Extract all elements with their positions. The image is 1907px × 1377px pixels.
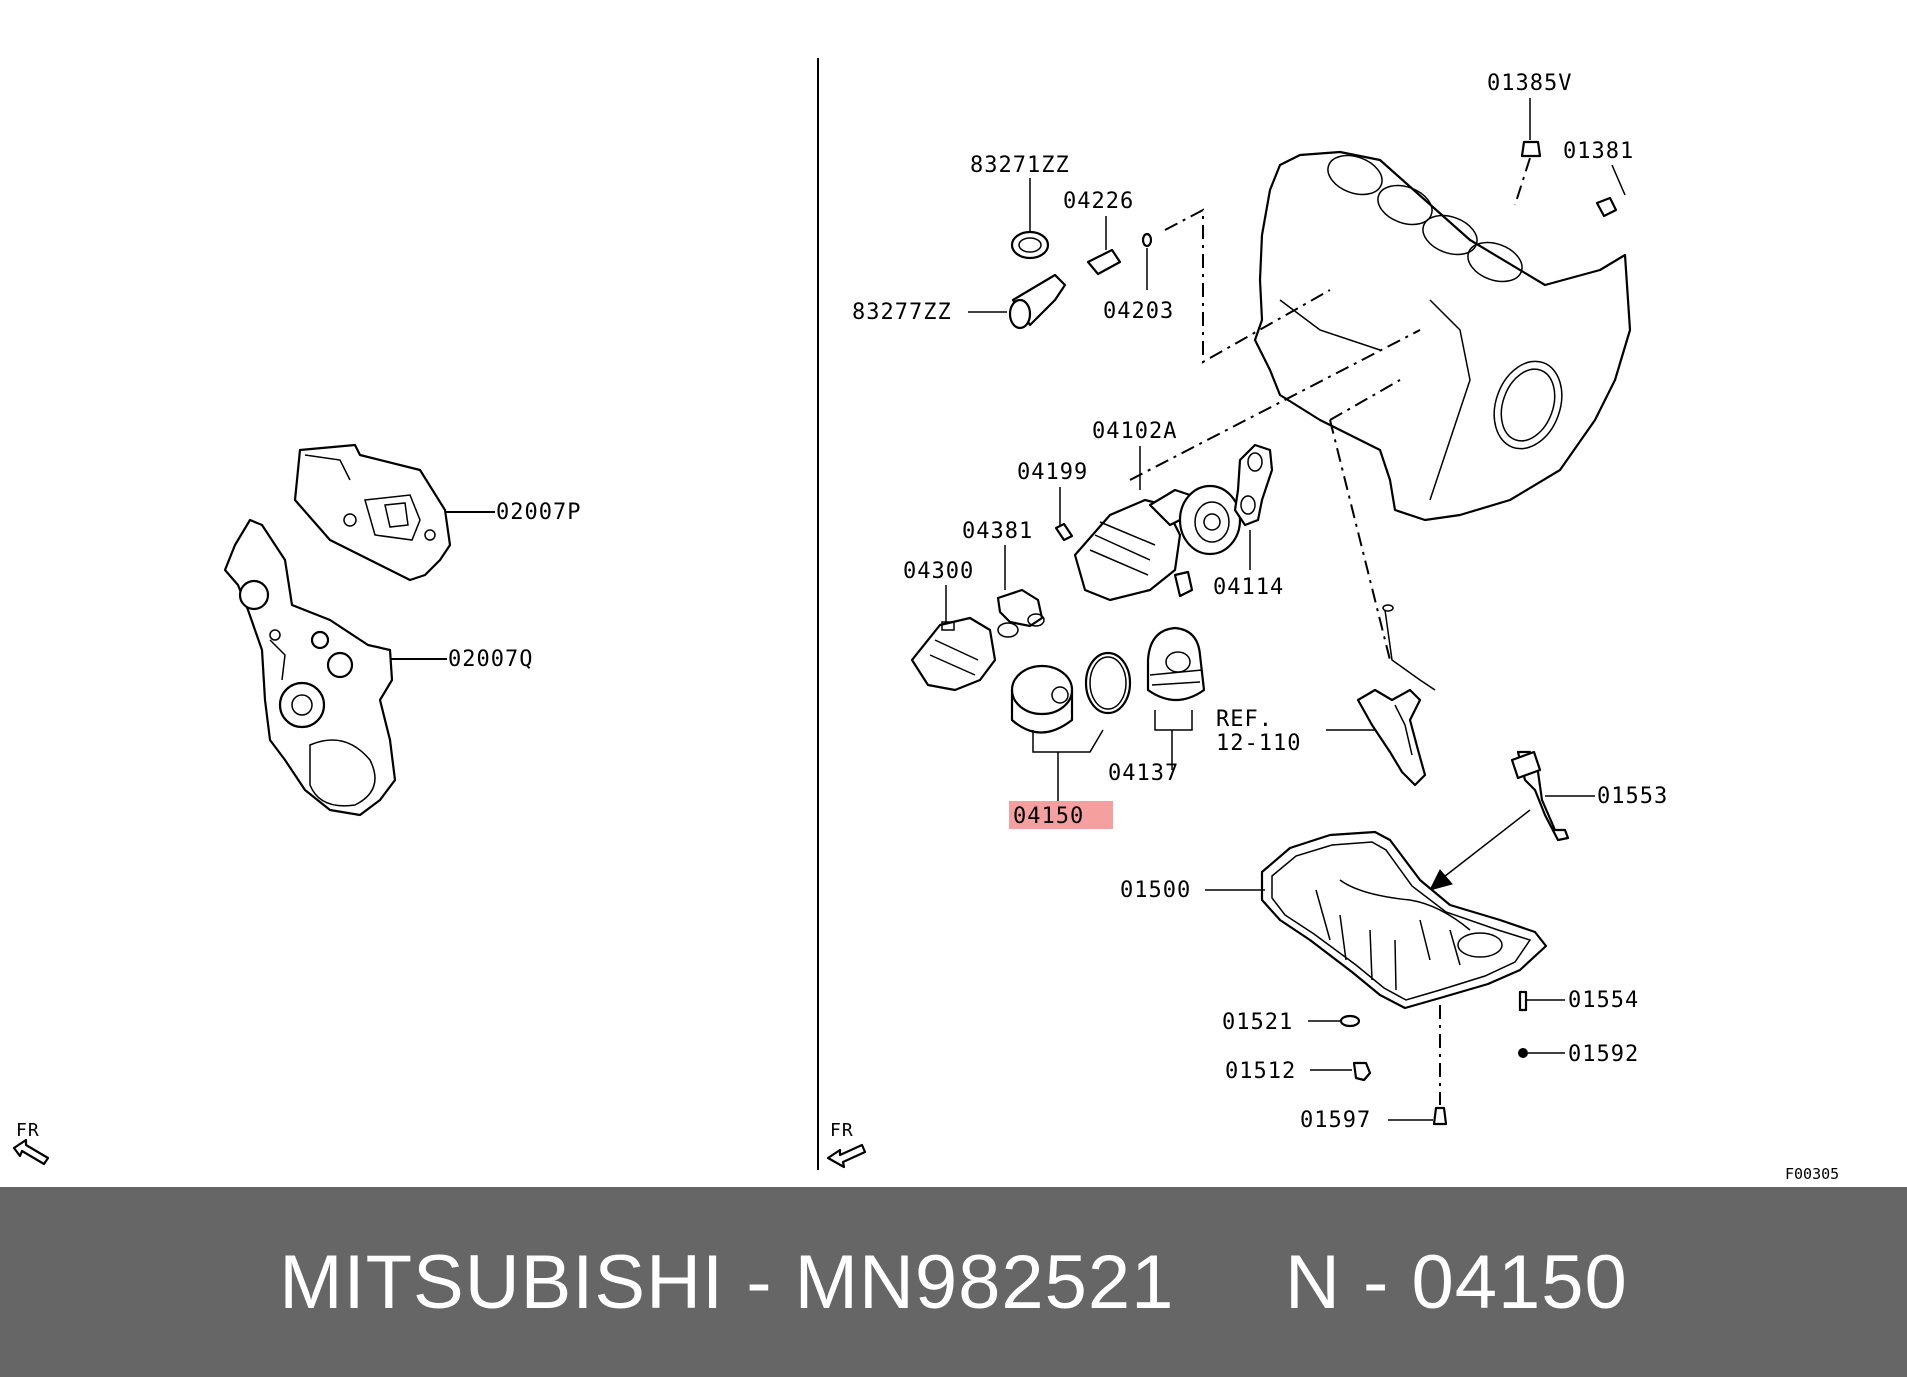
filter-cap-04137-drawing bbox=[1146, 626, 1206, 701]
filter-element-04150-drawing bbox=[1010, 664, 1074, 734]
label-ref-1: REF. bbox=[1216, 707, 1273, 732]
cooler-04300-drawing bbox=[910, 616, 997, 692]
label-04381: 04381 bbox=[962, 519, 1033, 544]
sensor-83271ZZ-drawing bbox=[1010, 230, 1050, 260]
label-04114: 04114 bbox=[1213, 575, 1284, 600]
gasket-04203-drawing bbox=[1141, 232, 1153, 248]
front-arrow-left: FR bbox=[12, 1120, 50, 1166]
svg-text:FR: FR bbox=[830, 1120, 854, 1141]
bolt-01592-drawing bbox=[1518, 1048, 1528, 1058]
gasket-04114-drawing bbox=[1233, 443, 1274, 527]
label-01597: 01597 bbox=[1300, 1108, 1371, 1133]
oil-cooler-assembly-drawing bbox=[1073, 484, 1242, 602]
timing-cover-lower-drawing bbox=[223, 518, 397, 817]
switch-04226-drawing bbox=[1086, 248, 1122, 276]
footer-bar: MITSUBISHI - MN982521 N - 04150 bbox=[0, 1187, 1907, 1377]
drawing-code: F00305 bbox=[1785, 1165, 1839, 1183]
bolt-01381-drawing bbox=[1595, 196, 1618, 218]
ref-bracket-drawing bbox=[1356, 604, 1436, 787]
label-04226: 04226 bbox=[1063, 189, 1134, 214]
highlight-04150 bbox=[1009, 801, 1113, 829]
label-ref-2: 12-110 bbox=[1216, 731, 1301, 756]
label-83271ZZ: 83271ZZ bbox=[970, 153, 1070, 178]
label-01385V: 01385V bbox=[1487, 71, 1572, 96]
plug-01512-drawing bbox=[1352, 1061, 1372, 1082]
sensor-01553-drawing bbox=[1510, 750, 1570, 842]
label-83277ZZ: 83277ZZ bbox=[852, 300, 952, 325]
part-number-caption: MITSUBISHI - MN982521 N - 04150 bbox=[279, 1239, 1628, 1325]
label-01553: 01553 bbox=[1597, 784, 1668, 809]
gasket-01521-drawing bbox=[1339, 1014, 1361, 1028]
label-01521: 01521 bbox=[1222, 1010, 1293, 1035]
bolt-01554-drawing bbox=[1518, 990, 1528, 1012]
engine-block-drawing bbox=[1253, 150, 1632, 522]
front-arrow-right: FR bbox=[826, 1120, 867, 1169]
label-01592: 01592 bbox=[1568, 1042, 1639, 1067]
bolt-01597-drawing bbox=[1432, 1106, 1448, 1126]
label-04137: 04137 bbox=[1108, 761, 1179, 786]
plug-01385V-drawing bbox=[1520, 140, 1542, 158]
svg-text:FR: FR bbox=[16, 1120, 40, 1141]
label-04199: 04199 bbox=[1017, 460, 1088, 485]
label-04300: 04300 bbox=[903, 559, 974, 584]
label-04150: 04150 bbox=[1013, 804, 1084, 829]
oil-pan-01500-drawing bbox=[1260, 830, 1548, 1010]
label-04203: 04203 bbox=[1103, 299, 1174, 324]
oring-04150-drawing bbox=[1084, 651, 1132, 715]
label-02007P: 02007P bbox=[496, 500, 581, 525]
label-01500: 01500 bbox=[1120, 878, 1191, 903]
label-01381: 01381 bbox=[1563, 139, 1634, 164]
label-04102A: 04102A bbox=[1092, 419, 1177, 444]
timing-cover-upper-drawing bbox=[293, 443, 452, 582]
parts-diagram: 02007P 02007Q FR FR 01385V 01381 bbox=[12, 58, 1839, 1183]
label-01554: 01554 bbox=[1568, 988, 1639, 1013]
bolt-04199-drawing bbox=[1054, 522, 1074, 542]
label-02007Q: 02007Q bbox=[448, 647, 533, 672]
gasket-04381-drawing bbox=[996, 588, 1045, 638]
label-01512: 01512 bbox=[1225, 1059, 1296, 1084]
